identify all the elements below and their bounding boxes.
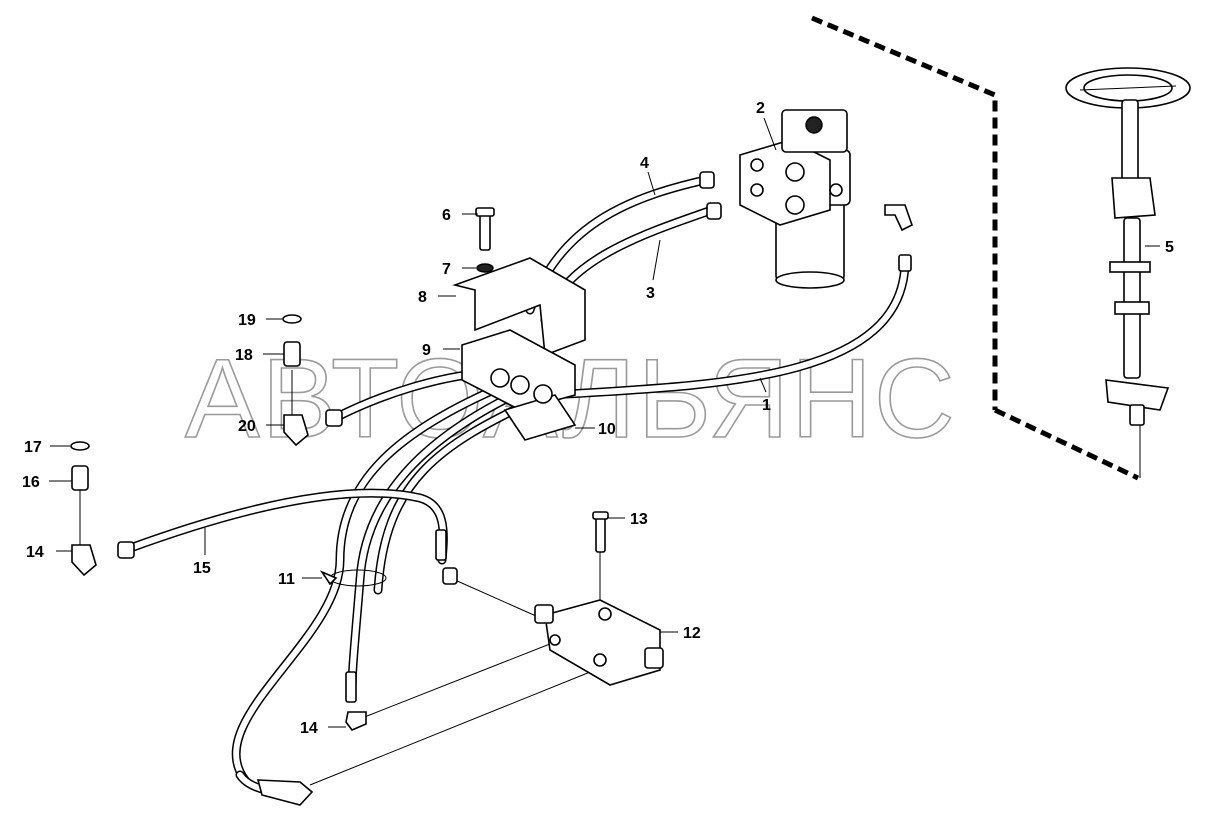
callout-18: 18 [235, 347, 253, 364]
callout-2: 2 [756, 100, 765, 117]
callout-10: 10 [598, 421, 616, 438]
callout-14-left: 14 [26, 544, 44, 561]
hose-clip [319, 569, 387, 587]
pipes [79, 370, 1141, 786]
callout-8: 8 [418, 289, 427, 306]
callout-19: 19 [238, 312, 256, 329]
steering-column [1065, 67, 1191, 426]
steering-valve [739, 109, 851, 289]
callout-20: 20 [238, 418, 256, 435]
distributor-valve [534, 511, 664, 686]
callout-4: 4 [640, 155, 649, 172]
callout-7: 7 [442, 261, 451, 278]
callout-13: 13 [630, 511, 648, 528]
mounting-bracket [452, 207, 586, 357]
callout-9: 9 [422, 342, 431, 359]
callout-11: 11 [278, 571, 295, 588]
callout-3: 3 [646, 285, 655, 302]
leader-lines [49, 117, 1160, 728]
callout-12: 12 [683, 625, 701, 642]
hoses [120, 175, 910, 797]
callout-16: 16 [22, 474, 40, 491]
callout-labels: 1 2 3 4 5 6 7 8 9 10 11 12 13 14 14 15 1… [22, 100, 1174, 737]
hose-fittings [117, 171, 913, 806]
callout-6: 6 [442, 207, 451, 224]
callout-17: 17 [24, 439, 42, 456]
callout-1: 1 [762, 397, 771, 414]
callout-15: 15 [193, 560, 211, 577]
callout-5: 5 [1165, 239, 1174, 256]
callout-14-bottom: 14 [300, 720, 318, 737]
clamp-block [461, 329, 577, 441]
assembly-boundary [811, 15, 1140, 481]
